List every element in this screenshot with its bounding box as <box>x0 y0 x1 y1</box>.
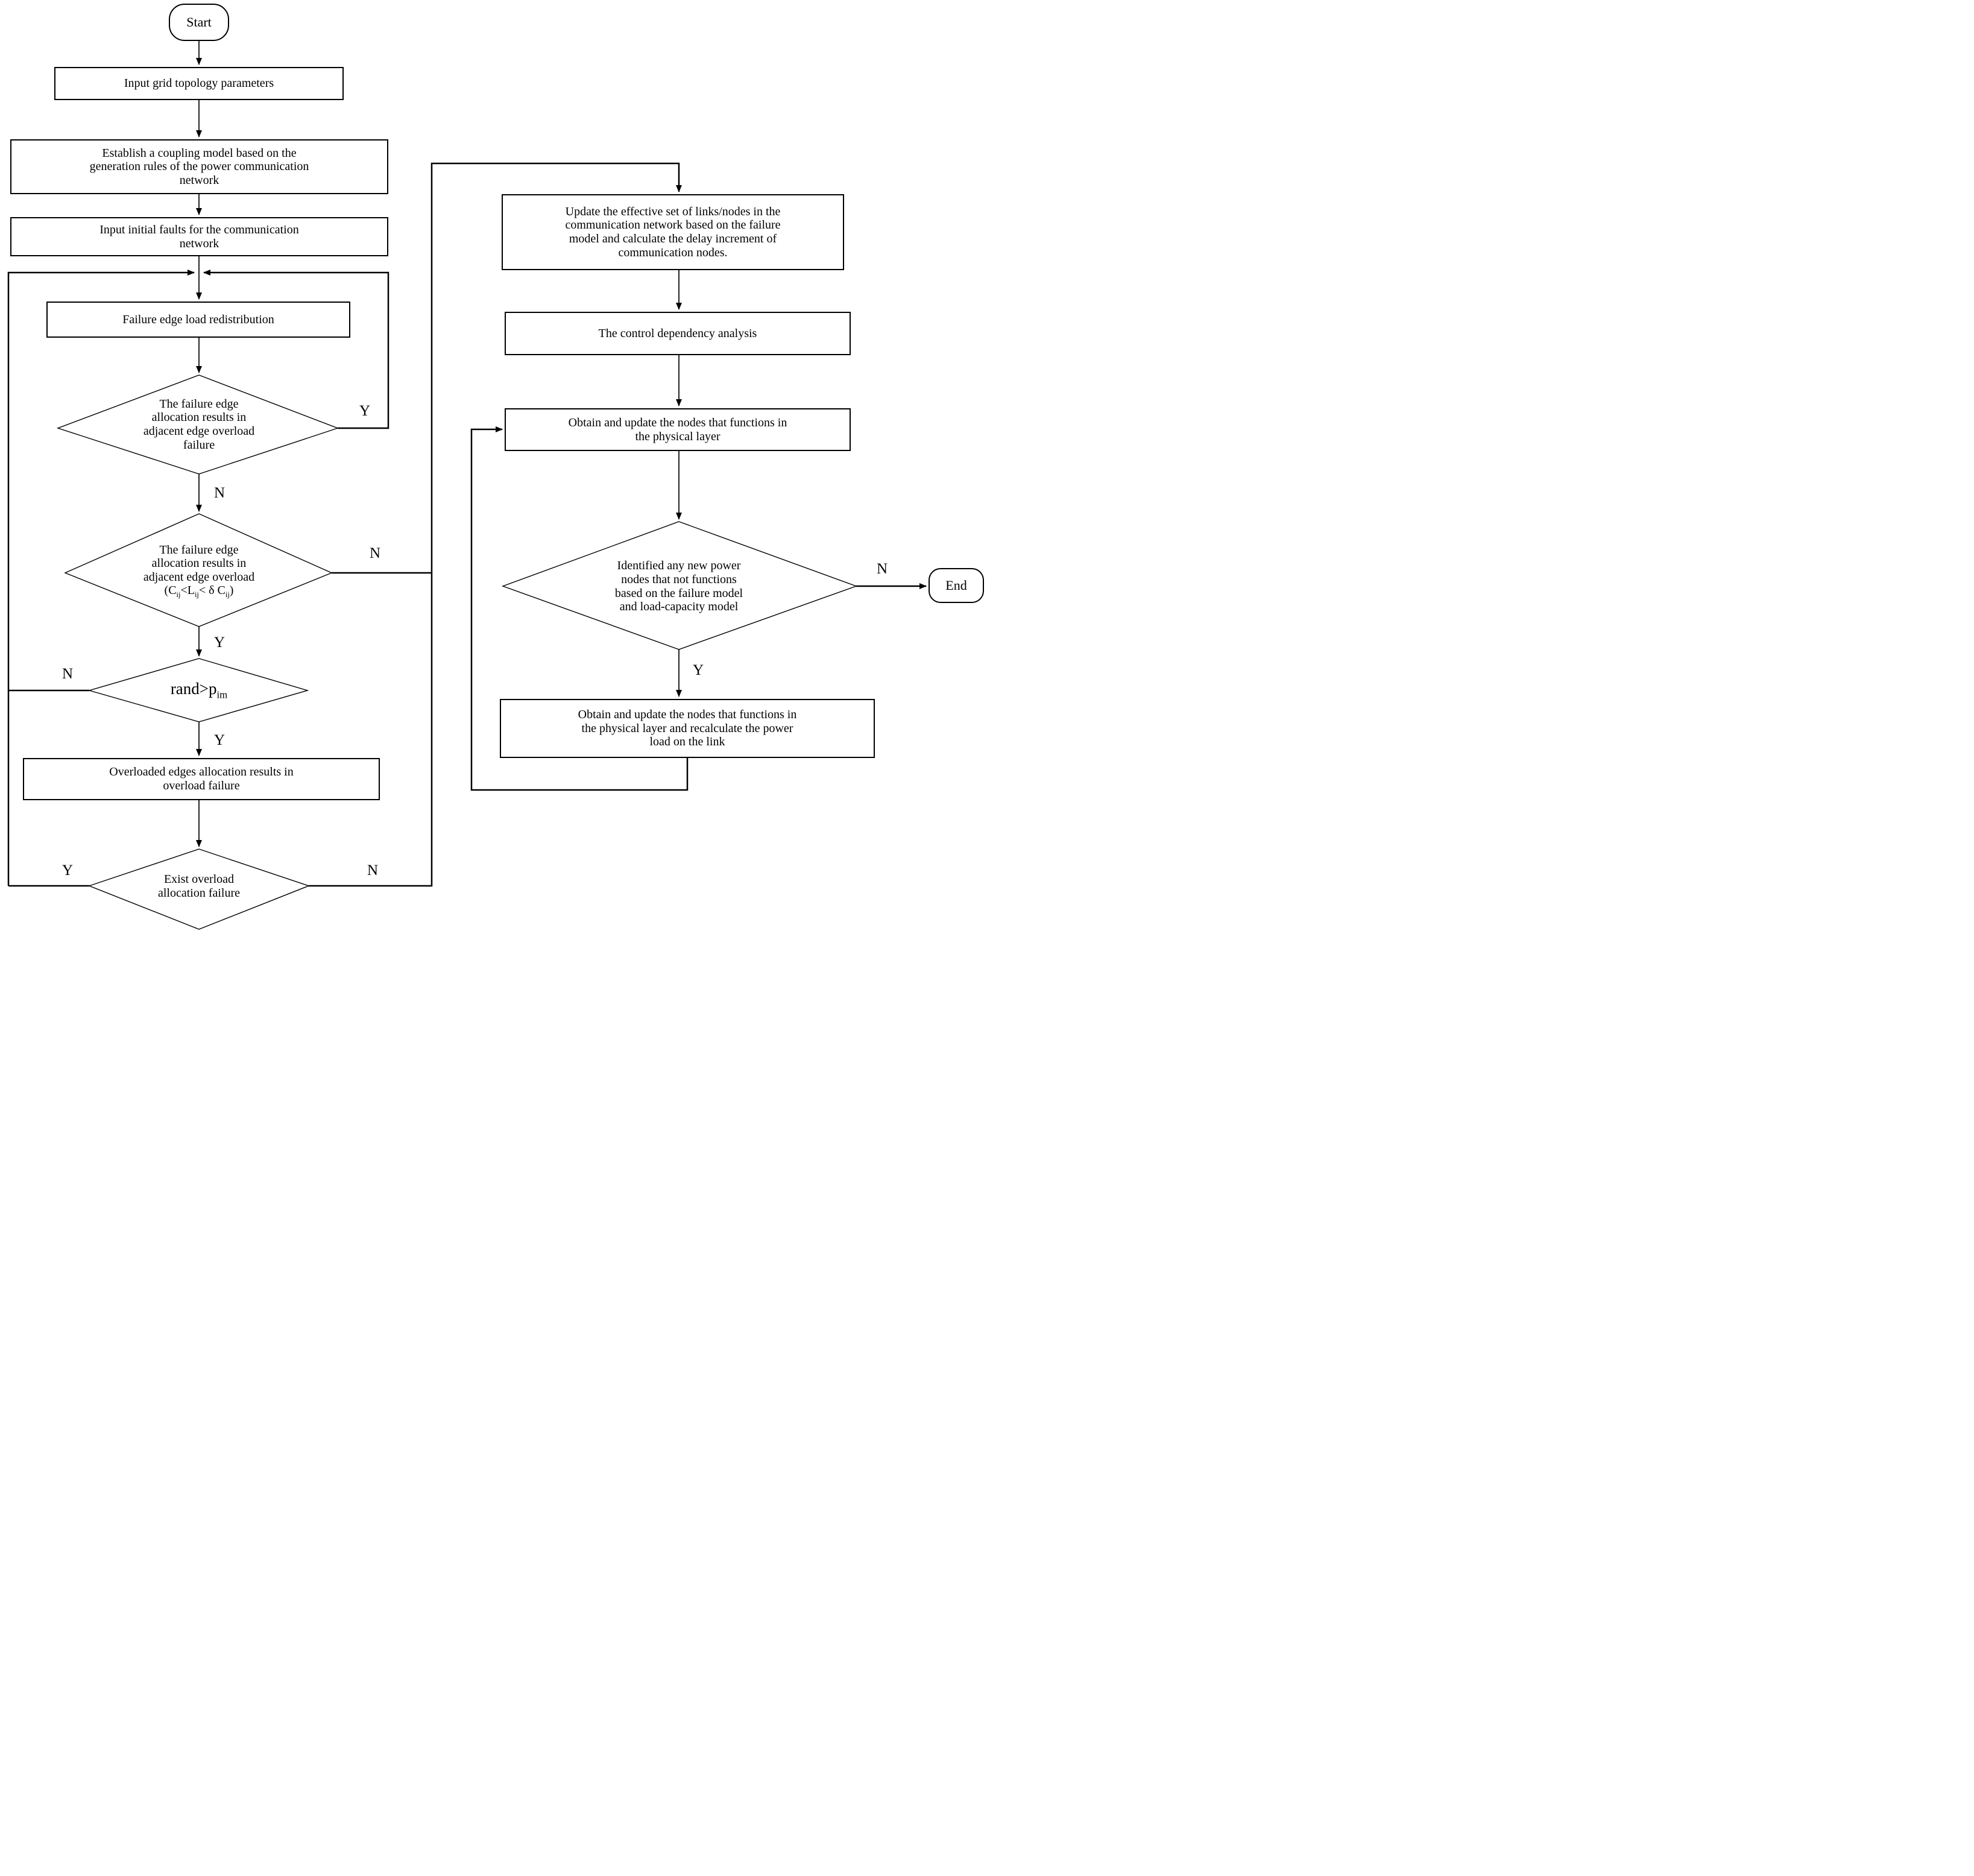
decision-identified-new-power-nodes-shape <box>501 521 858 650</box>
edge-dec4-no-spine-to-update-links <box>309 162 682 887</box>
end-label: End <box>945 577 967 593</box>
decision-identified-new-power-nodes: Identified any new power nodes that not … <box>614 559 743 614</box>
start-label: Start <box>186 14 212 30</box>
decision-rand-gt-pim-shape <box>87 658 309 722</box>
label-dec5-yes: Y <box>692 662 704 678</box>
label-dec5-no: N <box>876 561 888 577</box>
process-obtain-update-recalculate-power-load: Obtain and update the nodes that functio… <box>500 699 875 758</box>
flowchart-canvas: Start End Input grid topology parameters… <box>0 0 987 938</box>
rand-formula: rand>pim <box>170 680 228 701</box>
decision-exist-overload-allocation-failure: Exist overload allocation failure <box>157 873 241 900</box>
decision-adjacent-edge-overload-condition-shape <box>64 513 333 627</box>
process-input-grid-topology: Input grid topology parameters <box>54 67 344 100</box>
decision-adjacent-edge-overload-failure-shape <box>56 374 339 475</box>
decision-adjacent-edge-overload-failure: The failure edge allocation results in a… <box>143 397 255 452</box>
process-input-initial-faults: Input initial faults for the communicati… <box>10 217 388 256</box>
label-dec3-no: N <box>61 666 74 682</box>
label-dec2-yes: Y <box>213 634 225 651</box>
process-control-dependency-analysis: The control dependency analysis <box>505 312 851 355</box>
process-update-effective-links-nodes: Update the effective set of links/nodes … <box>502 194 844 270</box>
process-obtain-update-nodes-physical-layer: Obtain and update the nodes that functio… <box>505 408 851 451</box>
edge-recalculate-loop-to-obtain-nodes <box>470 426 689 791</box>
edge-loopback-left-to-junction <box>7 270 195 886</box>
label-dec4-yes: Y <box>61 862 74 879</box>
label-dec4-no: N <box>367 862 379 879</box>
decision-exist-overload-allocation-failure-shape <box>87 848 311 930</box>
terminator-start: Start <box>169 4 229 41</box>
process-establish-coupling-model: Establish a coupling model based on the … <box>10 139 388 194</box>
label-dec1-no: N <box>213 485 225 501</box>
connector-layer <box>7 41 927 930</box>
decision-rand-gt-pim: rand>pim <box>127 674 271 707</box>
process-failure-edge-load-redistribution: Failure edge load redistribution <box>46 302 350 338</box>
decision-adjacent-edge-overload-condition: The failure edge allocation results in a… <box>143 543 255 599</box>
edge-dec1-yes-loop-to-junction <box>203 270 389 429</box>
process-overloaded-edges-allocation: Overloaded edges allocation results in o… <box>23 758 380 800</box>
label-dec2-no: N <box>369 545 381 561</box>
label-dec3-yes: Y <box>213 732 225 748</box>
label-dec1-yes: Y <box>359 403 371 419</box>
overload-condition-formula: (Cij<Lij< δ Cij) <box>164 584 234 599</box>
terminator-end: End <box>929 568 984 603</box>
